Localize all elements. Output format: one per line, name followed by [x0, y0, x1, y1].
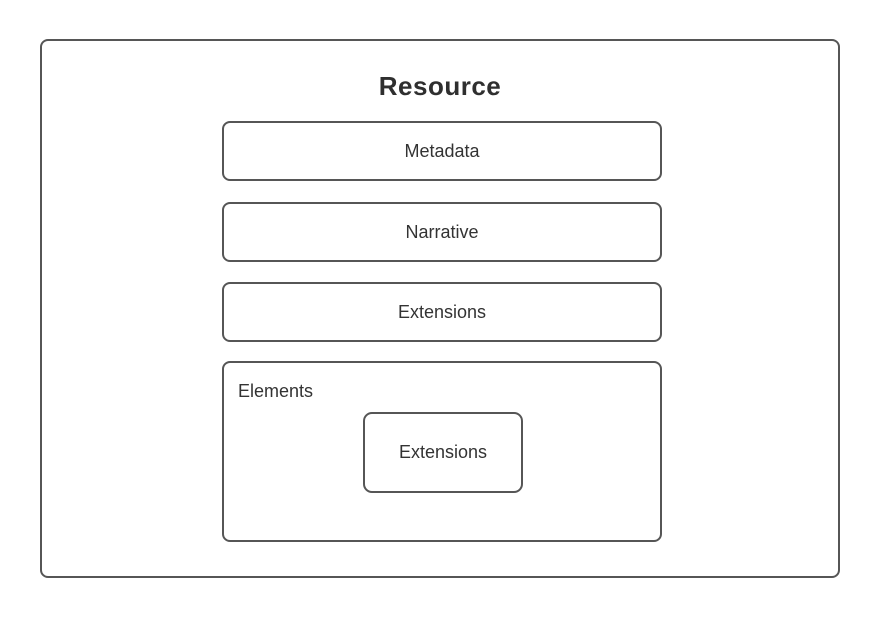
elements-box: Elements Extensions: [222, 361, 662, 542]
metadata-box: Metadata: [222, 121, 662, 181]
narrative-box: Narrative: [222, 202, 662, 262]
resource-container: Resource Metadata Narrative Extensions E…: [40, 39, 840, 578]
elements-label: Elements: [238, 381, 314, 401]
metadata-label: Metadata: [404, 140, 480, 161]
narrative-label: Narrative: [405, 221, 479, 242]
extensions-label: Extensions: [397, 301, 487, 322]
resource-title: Resource: [378, 71, 502, 101]
nested-extensions-box: Extensions: [363, 412, 523, 493]
nested-extensions-label: Extensions: [398, 442, 488, 462]
extensions-box: Extensions: [222, 282, 662, 342]
